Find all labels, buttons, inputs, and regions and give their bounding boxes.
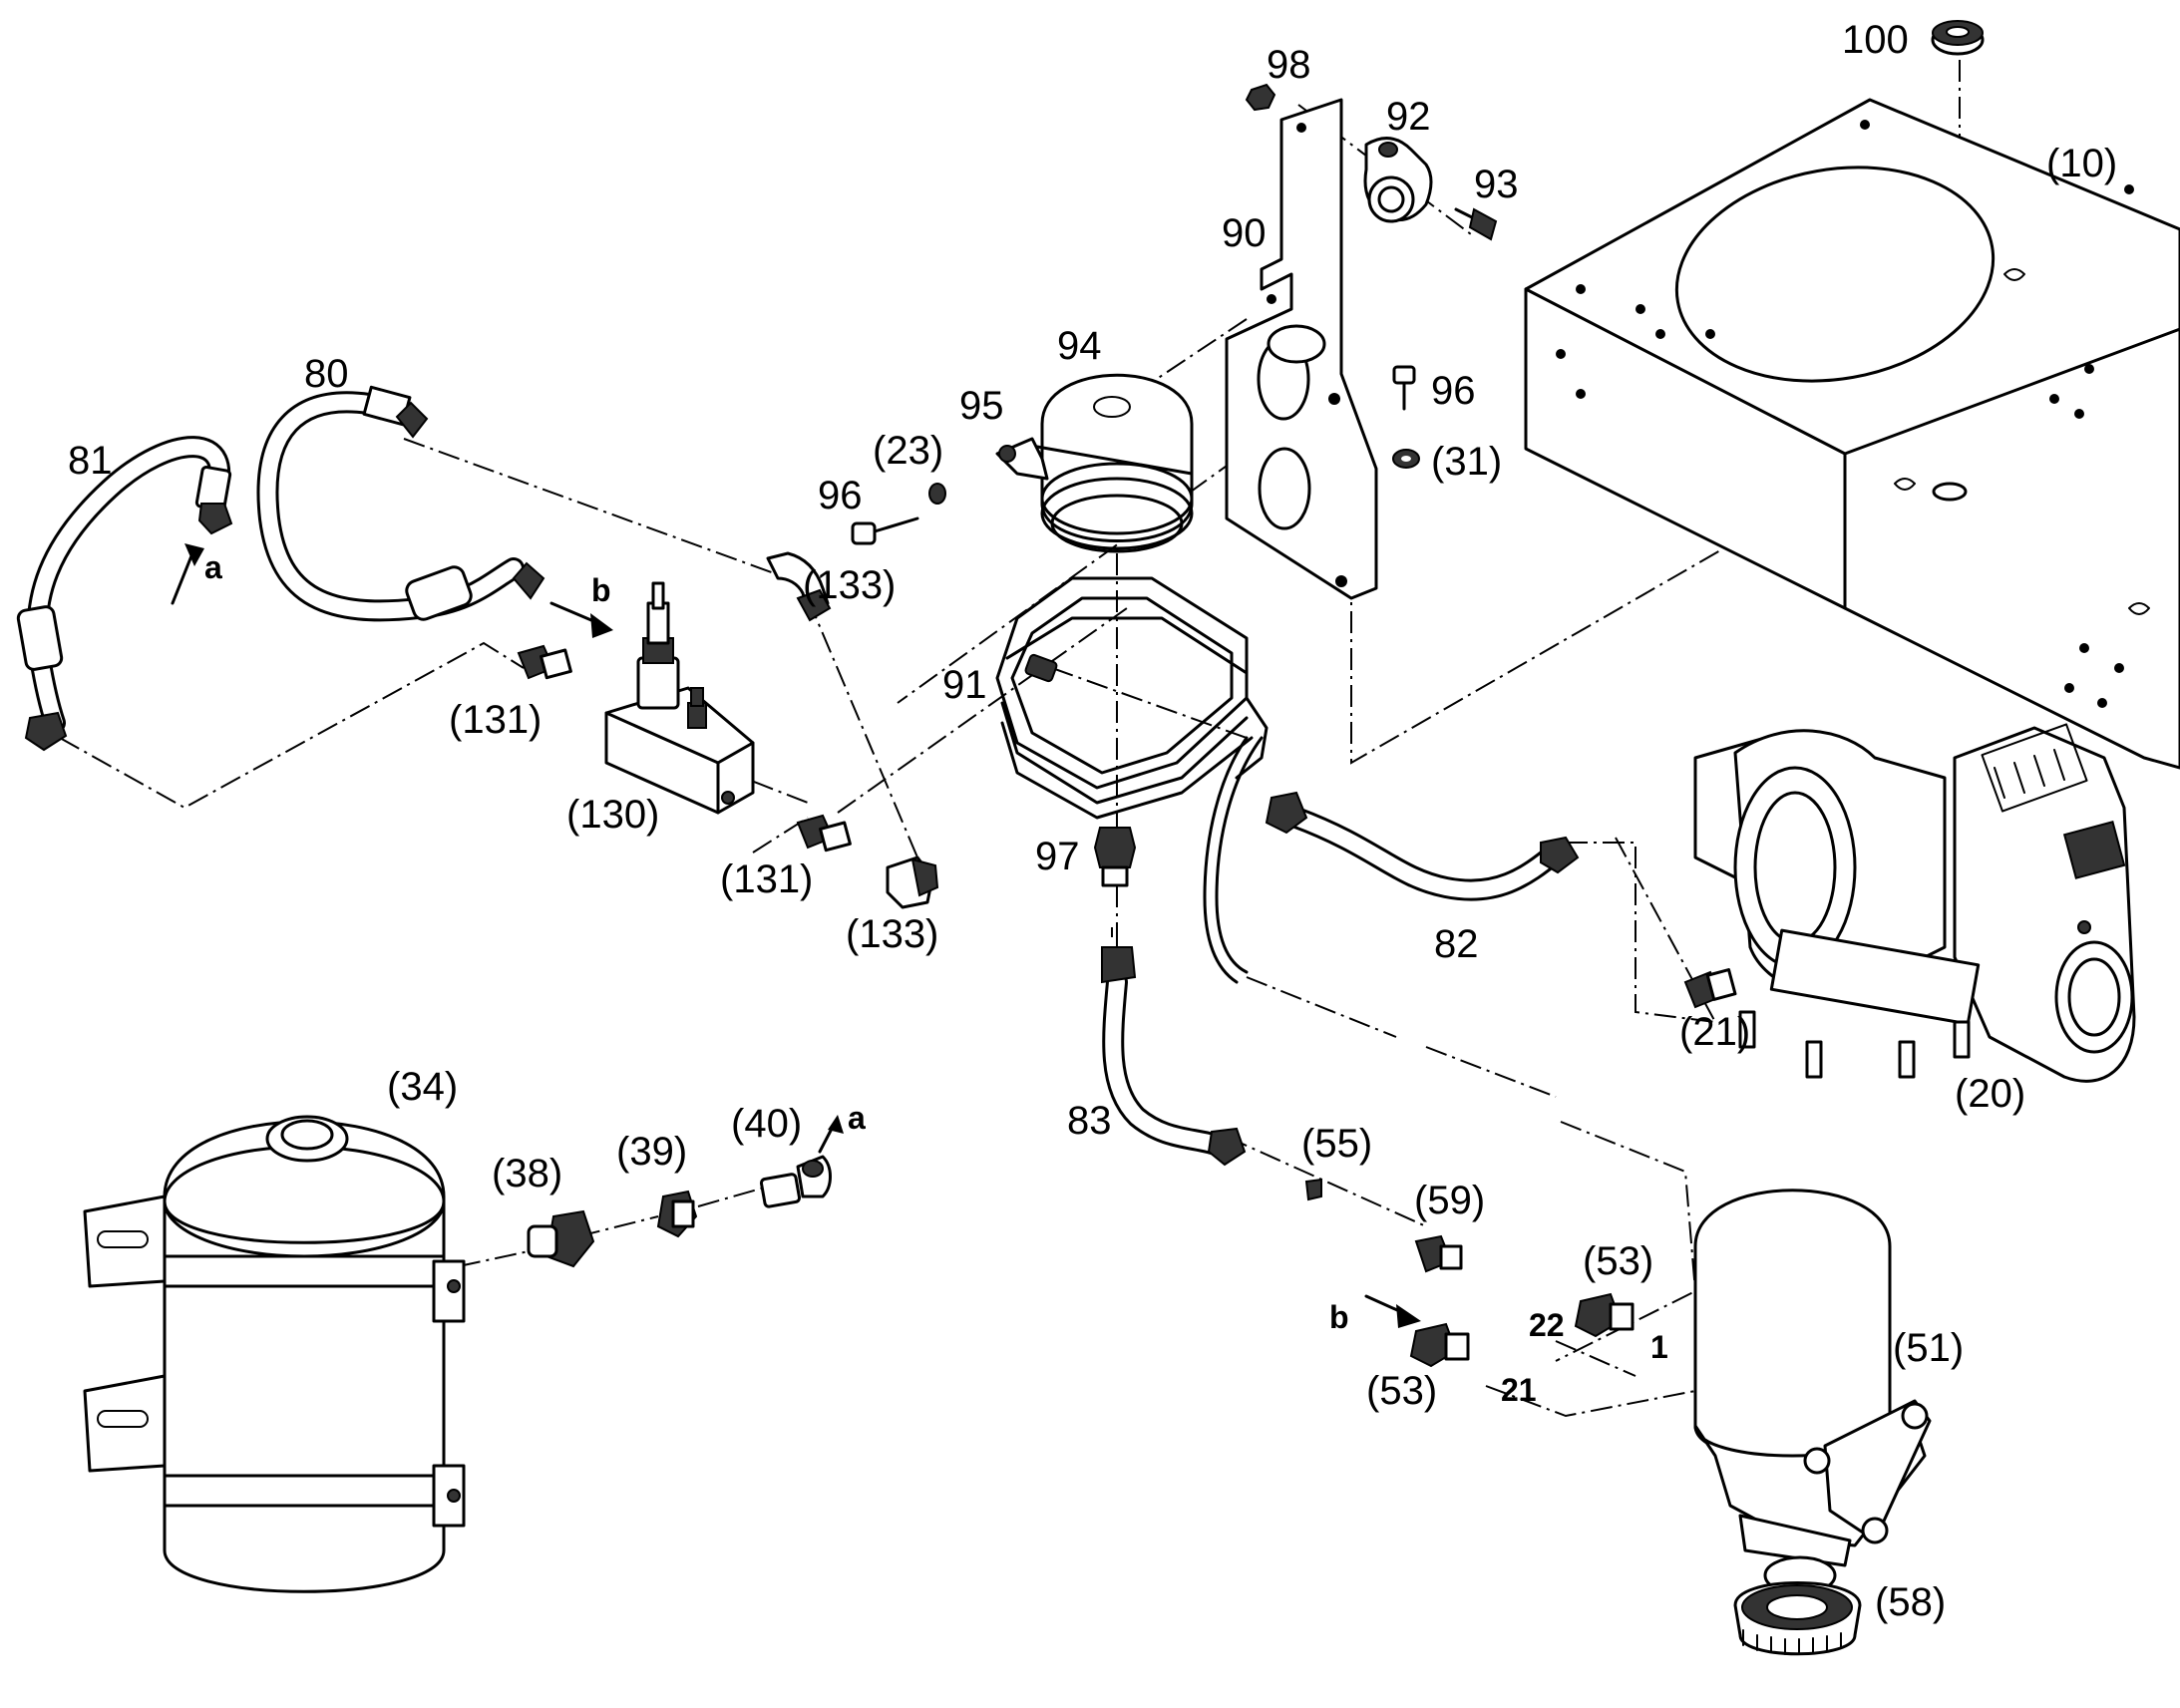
label-40: (40) — [731, 1102, 802, 1146]
label-96-left: 96 — [818, 474, 863, 517]
screw-96-left — [851, 516, 919, 545]
label-91: 91 — [942, 663, 987, 707]
label-a-bottom: a — [848, 1100, 866, 1136]
label-b-bottom: b — [1329, 1299, 1349, 1335]
label-55: (55) — [1301, 1122, 1372, 1166]
label-58: (58) — [1875, 1580, 1946, 1624]
label-81: 81 — [68, 439, 113, 483]
label-b-top: b — [591, 572, 611, 608]
label-92: 92 — [1386, 95, 1431, 139]
label-34: (34) — [387, 1065, 458, 1109]
fitting-97 — [1093, 827, 1137, 887]
label-31: (31) — [1431, 440, 1502, 484]
label-93: 93 — [1474, 163, 1519, 206]
clamp-92 — [1363, 137, 1433, 223]
hose-83 — [1101, 946, 1247, 1167]
label-133-bottom: (133) — [846, 912, 938, 956]
label-51: (51) — [1893, 1326, 1964, 1370]
callout-labels: 100 (10) 98 92 93 90 94 96 (31) 80 81 95… — [68, 18, 2117, 1624]
label-97: 97 — [1035, 835, 1080, 878]
bracket-90 — [1225, 98, 1378, 600]
screw-93 — [1454, 207, 1498, 241]
label-21-port: 21 — [1501, 1372, 1537, 1408]
plug-100 — [1931, 20, 1985, 56]
label-23: (23) — [873, 429, 943, 473]
hose-80 — [256, 385, 545, 622]
label-95: 95 — [959, 384, 1004, 428]
nut-98 — [1245, 83, 1276, 112]
manifold-130 — [604, 581, 755, 815]
hose-82 — [1265, 791, 1580, 901]
fitting-21 — [1683, 968, 1737, 1009]
label-130: (130) — [566, 793, 659, 837]
elbow-40 — [759, 1155, 832, 1208]
arrow-b-top — [549, 601, 613, 638]
label-82: 82 — [1434, 922, 1479, 966]
label-98: 98 — [1267, 43, 1311, 87]
washer-23 — [928, 483, 946, 505]
label-1: 1 — [1650, 1329, 1668, 1365]
base-plate-10 — [1524, 98, 2180, 770]
label-133-top: (133) — [803, 563, 896, 607]
plug-38 — [527, 1209, 595, 1268]
elbow-133-bottom — [886, 855, 939, 909]
fitting-131-top — [517, 644, 572, 680]
cap-58 — [1733, 1555, 1862, 1656]
label-39: (39) — [616, 1130, 687, 1174]
label-20: (20) — [1955, 1072, 2025, 1116]
label-53-bottom: (53) — [1366, 1369, 1437, 1413]
label-a-top: a — [204, 549, 222, 585]
label-80: 80 — [304, 352, 349, 396]
label-131-bottom: (131) — [720, 857, 813, 901]
fitting-39 — [656, 1190, 698, 1238]
label-94: 94 — [1057, 324, 1102, 368]
label-90: 90 — [1222, 211, 1267, 255]
hose-81 — [16, 436, 233, 752]
label-53-top: (53) — [1583, 1239, 1653, 1283]
arrow-a-top — [171, 543, 204, 605]
arrow-b-bottom — [1364, 1294, 1421, 1328]
cooling-coil-91 — [995, 576, 1269, 984]
label-83: 83 — [1067, 1099, 1112, 1143]
label-38: (38) — [492, 1152, 562, 1196]
fitting-59 — [1414, 1234, 1463, 1273]
fitting-53-top — [1574, 1292, 1635, 1338]
elbow-133-top — [766, 551, 832, 622]
label-21: (21) — [1679, 1010, 1750, 1054]
dryer-51 — [1693, 1189, 1932, 1567]
label-10: (10) — [2046, 142, 2117, 185]
screw-96-top — [1392, 365, 1416, 411]
label-96-top: 96 — [1431, 369, 1476, 413]
label-131-top: (131) — [449, 698, 542, 742]
compressor-20 — [1693, 723, 2136, 1083]
washer-31 — [1392, 449, 1420, 469]
fitting-131-bottom — [796, 814, 852, 853]
fitting-53-bottom — [1409, 1322, 1470, 1368]
fitting-55 — [1304, 1178, 1322, 1201]
label-59: (59) — [1414, 1179, 1485, 1222]
label-100: 100 — [1842, 18, 1909, 62]
arrow-a-bottom — [818, 1115, 844, 1154]
air-tank-34 — [83, 1115, 466, 1593]
label-22: 22 — [1529, 1307, 1565, 1343]
silencer-94 — [995, 373, 1194, 553]
